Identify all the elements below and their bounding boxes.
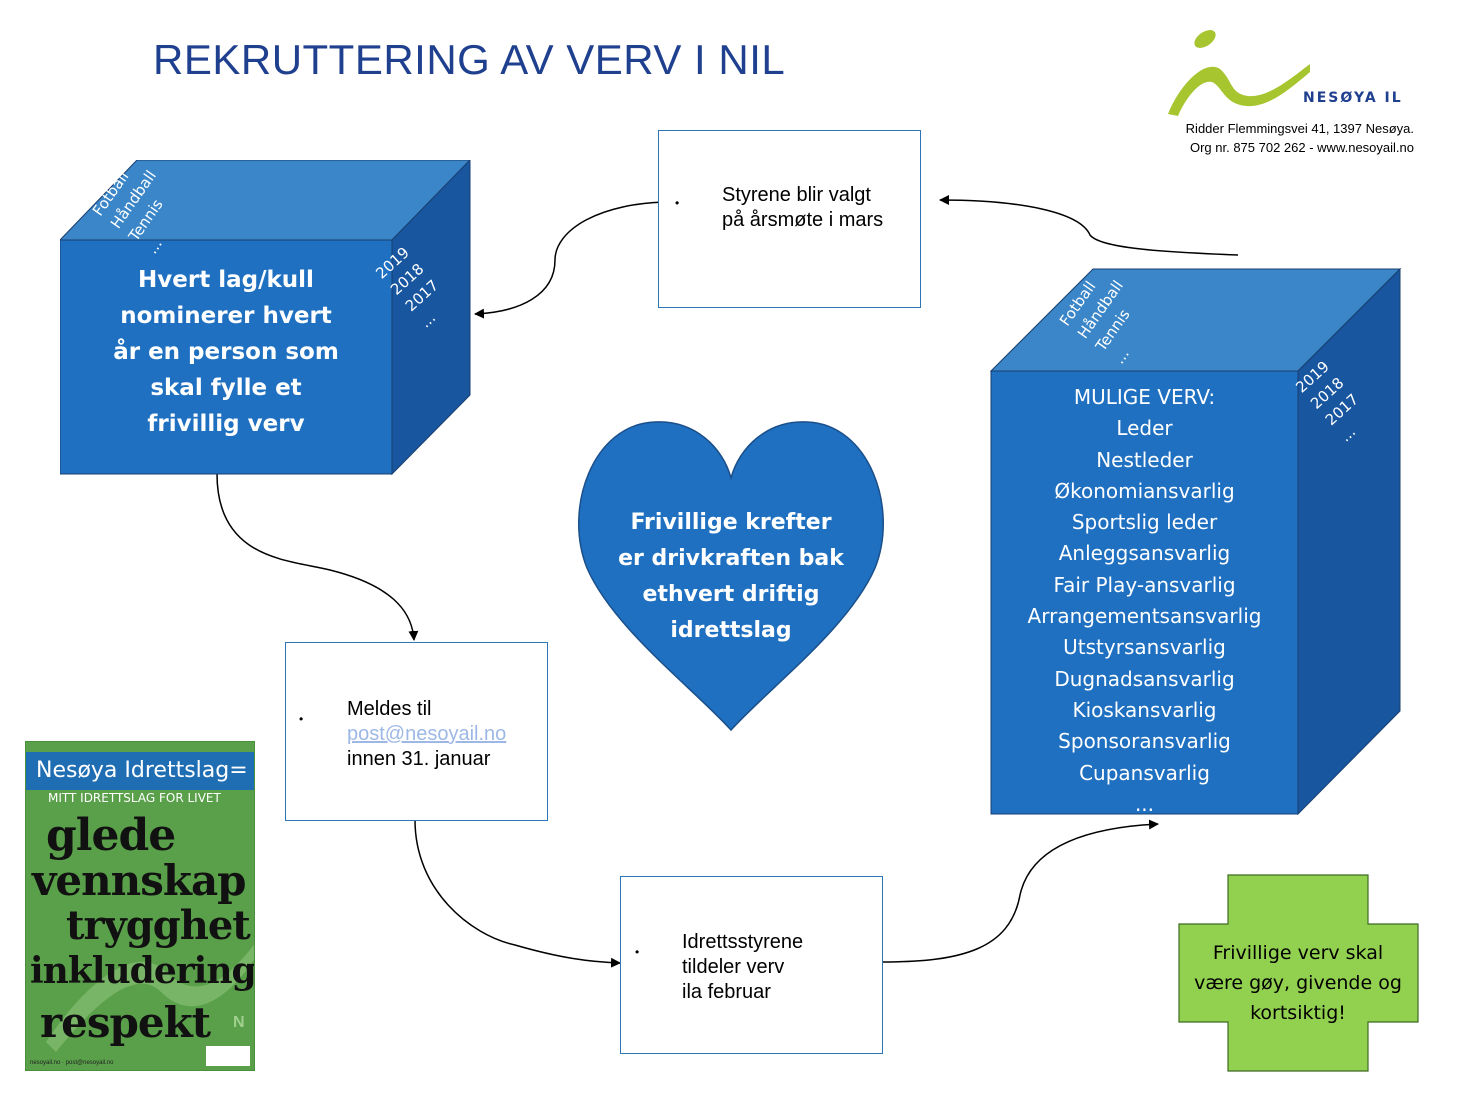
poster-subheader: MITT IDRETTSLAG FOR LIVET — [48, 791, 221, 805]
cross-line: kortsiktig! — [1250, 1002, 1346, 1024]
cube-left-line: Hvert lag/kull — [138, 267, 314, 293]
arrow-lag-to-meldes — [216, 473, 419, 641]
bullet-icon: • — [635, 945, 640, 959]
bullet-icon: • — [675, 196, 680, 210]
poster-word: glede — [46, 810, 176, 861]
heart-line: ethvert driftig — [642, 582, 820, 607]
arrow-meldes-to-idrett — [414, 819, 621, 968]
arrow-styrene-to-lag — [474, 201, 673, 319]
heart-icon — [578, 421, 884, 732]
cube-right-shape — [990, 268, 1402, 816]
poster-header: Nesøya Idrettslag= — [26, 752, 254, 790]
cube-left-line: nominerer hvert — [120, 303, 332, 329]
box-text-line: Styrene blir valgt — [722, 184, 871, 206]
poster-word: vennskap — [32, 856, 247, 905]
cube-left-front — [60, 239, 393, 475]
cube-left-line: frivillig verv — [147, 411, 305, 437]
poster-word: trygghet — [66, 902, 251, 949]
email-link[interactable]: post@nesoyail.no — [347, 723, 507, 745]
heart-shape — [578, 421, 884, 732]
bullet-icon: • — [299, 712, 304, 726]
heart-line: er drivkraften bak — [618, 546, 844, 571]
box-text-line: ila februar — [682, 981, 771, 1003]
verv-item: Leder — [1116, 416, 1173, 441]
poster-logo-letter: N — [233, 1014, 245, 1031]
cube-left-line: år en person som — [113, 339, 339, 365]
box-styrene-valgt: • Styrene blir valgt på årsmøte i mars — [658, 130, 921, 308]
poster-swoosh-icon — [46, 944, 254, 1052]
verv-item: Sponsoransvarlig — [1058, 729, 1231, 754]
cross-line: være gøy, givende og — [1194, 972, 1402, 994]
verv-item: Anleggsansvarlig — [1058, 541, 1231, 566]
cross-text: Frivillige verv skal være gøy, givende o… — [1180, 938, 1416, 1028]
address-line: Ridder Flemmingsvei 41, 1397 Nesøya. — [1185, 121, 1414, 136]
org-number-line: Org nr. 875 702 262 - www.nesoyail.no — [1189, 140, 1414, 155]
verv-heading: MULIGE VERV: — [1073, 385, 1216, 409]
heart-line: Frivillige krefter — [630, 510, 832, 535]
box-idrettsstyrene: • Idrettsstyrene tildeler verv ila febru… — [620, 876, 883, 1054]
logo-dot-icon — [1194, 30, 1216, 48]
verv-item: Nestleder — [1096, 447, 1193, 472]
verv-item: ... — [1134, 791, 1155, 816]
verv-item: Cupansvarlig — [1079, 760, 1210, 785]
verv-item: Kioskansvarlig — [1072, 697, 1217, 722]
verv-item: Arrangementsansvarlig — [1027, 604, 1262, 629]
cube-left-text: Hvert lag/kull nominerer hvert år en per… — [60, 262, 392, 442]
poster-image: Nesøya Idrettslag= MITT IDRETTSLAG FOR L… — [25, 741, 255, 1071]
box-text-line: innen 31. januar — [347, 748, 491, 770]
verv-item: Sportslig leder — [1071, 510, 1218, 535]
poster-logo-badge — [206, 1046, 250, 1066]
cube-left-line: skal fylle et — [150, 375, 302, 401]
logo-swoosh-icon — [1168, 64, 1310, 116]
plus-cross-shape — [1178, 874, 1419, 1072]
heart-line: idrettslag — [670, 618, 792, 643]
box-text-line: Idrettsstyrene — [682, 931, 804, 953]
verv-item: Utstyrsansvarlig — [1063, 635, 1226, 660]
poster-footer: nesoyail.no · post@nesoyail.no — [30, 1060, 114, 1066]
verv-item: Fair Play-ansvarlig — [1053, 572, 1236, 597]
nesoya-logo — [1168, 30, 1310, 116]
verv-item: Økonomiansvarlig — [1054, 478, 1235, 503]
box-text-line: på årsmøte i mars — [722, 209, 884, 231]
poster-word: respekt — [40, 998, 211, 1047]
cube-right-text: MULIGE VERV: Leder Nestleder Økonomiansv… — [991, 382, 1298, 816]
poster-word: inkludering — [30, 950, 255, 992]
plus-icon — [1178, 874, 1419, 1072]
box-text-line: tildeler verv — [682, 956, 785, 978]
page-title: REKRUTTERING AV VERV I NIL — [153, 36, 786, 83]
arrow-verv-to-styrene — [939, 195, 1239, 256]
cube-left-shape — [60, 160, 471, 476]
arrow-idrett-to-verv — [881, 819, 1159, 963]
cube-right-front — [990, 370, 1299, 815]
verv-item: Dugnadsansvarlig — [1054, 666, 1235, 691]
heart-text: Frivillige krefter er drivkraften bak et… — [598, 505, 864, 649]
box-meldes-til: • Meldes til post@nesoyail.no innen 31. … — [285, 642, 548, 821]
logo-name: NESØYA IL — [1303, 90, 1403, 106]
cross-line: Frivillige verv skal — [1212, 942, 1384, 964]
box-text-line: Meldes til — [347, 698, 432, 720]
